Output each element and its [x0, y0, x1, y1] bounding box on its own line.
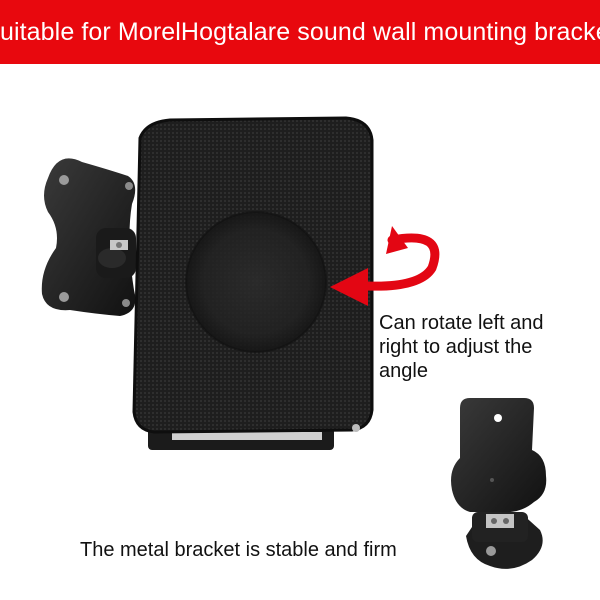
rotate-arrow-icon	[330, 226, 440, 306]
screw-icon	[59, 175, 69, 185]
speaker	[132, 116, 374, 450]
screw-icon	[125, 182, 133, 190]
screw-icon	[59, 292, 69, 302]
woofer	[186, 212, 326, 352]
rotate-caption: Can rotate left and right to adjust the …	[379, 312, 544, 382]
title-banner: Suitable for MorelHogtalare sound wall m…	[0, 0, 600, 64]
metal-bracket	[451, 398, 547, 569]
bracket-caption: The metal bracket is stable and firm	[80, 539, 397, 561]
bracket-hole	[494, 414, 502, 422]
screw-icon	[122, 299, 130, 307]
banner-text: Suitable for MorelHogtalare sound wall m…	[0, 17, 600, 46]
wall-mount-plate	[41, 158, 136, 316]
